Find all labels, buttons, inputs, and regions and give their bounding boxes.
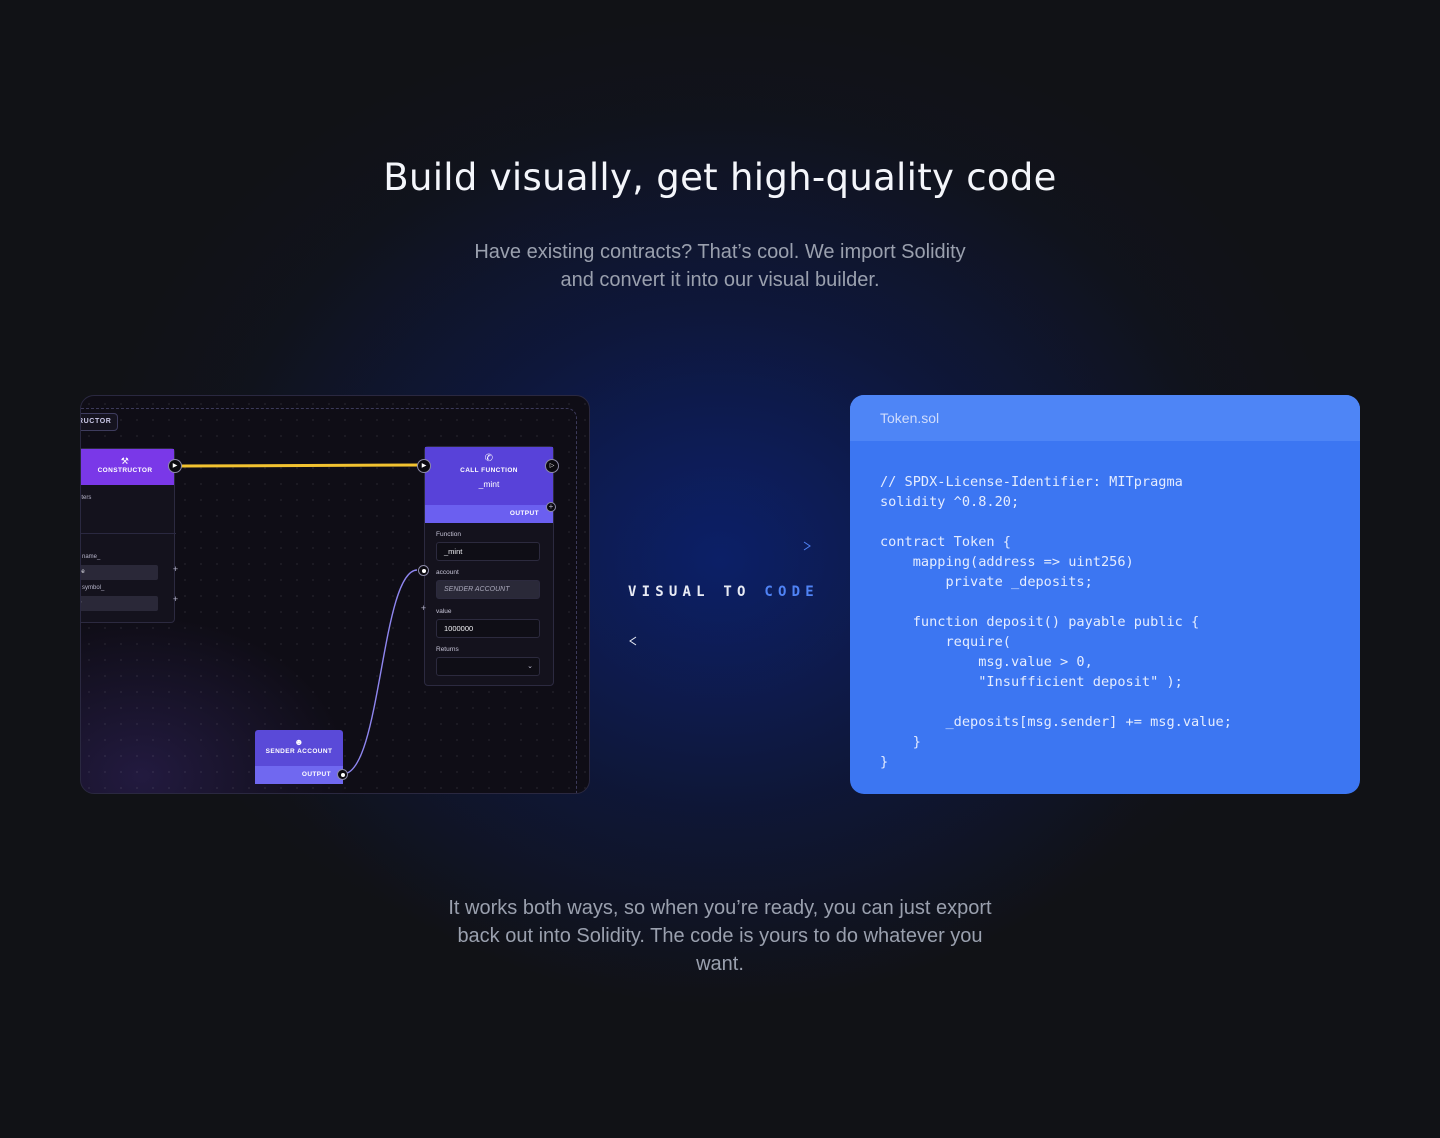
constructor-node-header: ⚒ CONSTRUCTOR (81, 449, 174, 485)
account-input[interactable]: SENDER ACCOUNT (436, 580, 540, 599)
divider (81, 533, 176, 534)
flow-wire (180, 463, 422, 468)
constructor-node-title: CONSTRUCTOR (97, 467, 153, 474)
wrench-icon: ⚒ (120, 456, 130, 466)
file-tab[interactable]: Token.sol (850, 395, 1360, 441)
call-exec-in-port[interactable]: ▶ (417, 459, 431, 473)
call-function-title: CALL FUNCTION (460, 467, 518, 474)
param-symbol-label: symbol_ (82, 585, 105, 591)
code-panel: Token.sol // SPDX-License-Identifier: MI… (850, 395, 1360, 794)
sender-output-bar: OUTPUT (255, 766, 343, 784)
value-in-port-icon[interactable]: + (420, 603, 427, 613)
visual-to-code-label: VISUAL TO CODE (628, 584, 818, 600)
parameters-label: eters (81, 495, 92, 501)
outro-paragraph: It works both ways, so when you’re ready… (448, 897, 992, 975)
intro-paragraph: Have existing contracts? That’s cool. We… (474, 241, 966, 291)
account-in-port[interactable] (418, 565, 429, 576)
constructor-node[interactable]: ⚒ CONSTRUCTOR eters name_ ee symbol_ > (81, 448, 176, 623)
sender-account-node[interactable]: ☻ SENDER ACCOUNT OUTPUT (255, 730, 343, 784)
call-exec-out-port[interactable]: ▷ (545, 459, 559, 473)
constructor-group-frame (81, 408, 577, 793)
account-label: account (436, 569, 459, 576)
constructor-exec-out-port[interactable]: ▶ (168, 459, 182, 473)
chevron-down-icon: ⌄ (527, 663, 533, 670)
value-label: value (436, 608, 452, 615)
group-tag: RUCTOR (81, 413, 119, 431)
add-param-port-icon[interactable]: + (172, 594, 179, 604)
direction-arrows (629, 541, 811, 646)
returns-label: Returns (436, 646, 459, 653)
arrow-right-icon (630, 541, 811, 551)
sender-account-header: ☻ SENDER ACCOUNT (255, 730, 343, 766)
page-headline: Build visually, get high-quality code (383, 156, 1057, 199)
label-visual-to: VISUAL TO (628, 584, 751, 600)
call-function-name: _mint (478, 479, 500, 489)
function-input[interactable]: _mint (436, 542, 540, 561)
solidity-code: // SPDX-License-Identifier: MITpragma so… (880, 474, 1232, 770)
param-symbol-input[interactable]: > (81, 596, 158, 611)
sender-output-port[interactable] (337, 769, 348, 780)
sender-account-title: SENDER ACCOUNT (265, 748, 333, 755)
add-output-icon[interactable]: + (546, 502, 556, 512)
label-code: CODE (764, 584, 819, 600)
visual-builder-canvas[interactable]: RUCTOR ⚒ CONSTRUCTOR eters name_ ee symb… (80, 395, 590, 794)
call-function-header: ✆ CALL FUNCTION _mint (425, 447, 553, 505)
phone-icon: ✆ (484, 453, 494, 464)
call-output-bar: OUTPUT (425, 505, 553, 523)
add-param-port-icon[interactable]: + (172, 564, 179, 574)
arrow-left-icon (629, 636, 810, 646)
node-wires (180, 463, 422, 775)
returns-select[interactable]: ⌄ (436, 657, 540, 676)
call-function-node[interactable]: ✆ CALL FUNCTION _mint OUTPUT Function _m… (424, 446, 554, 686)
user-icon: ☻ (294, 737, 304, 747)
param-name-label: name_ (82, 554, 101, 560)
data-wire (342, 569, 418, 775)
param-name-input[interactable]: ee (81, 565, 158, 580)
value-input[interactable]: 1000000 (436, 619, 540, 638)
function-label: Function (436, 531, 461, 538)
